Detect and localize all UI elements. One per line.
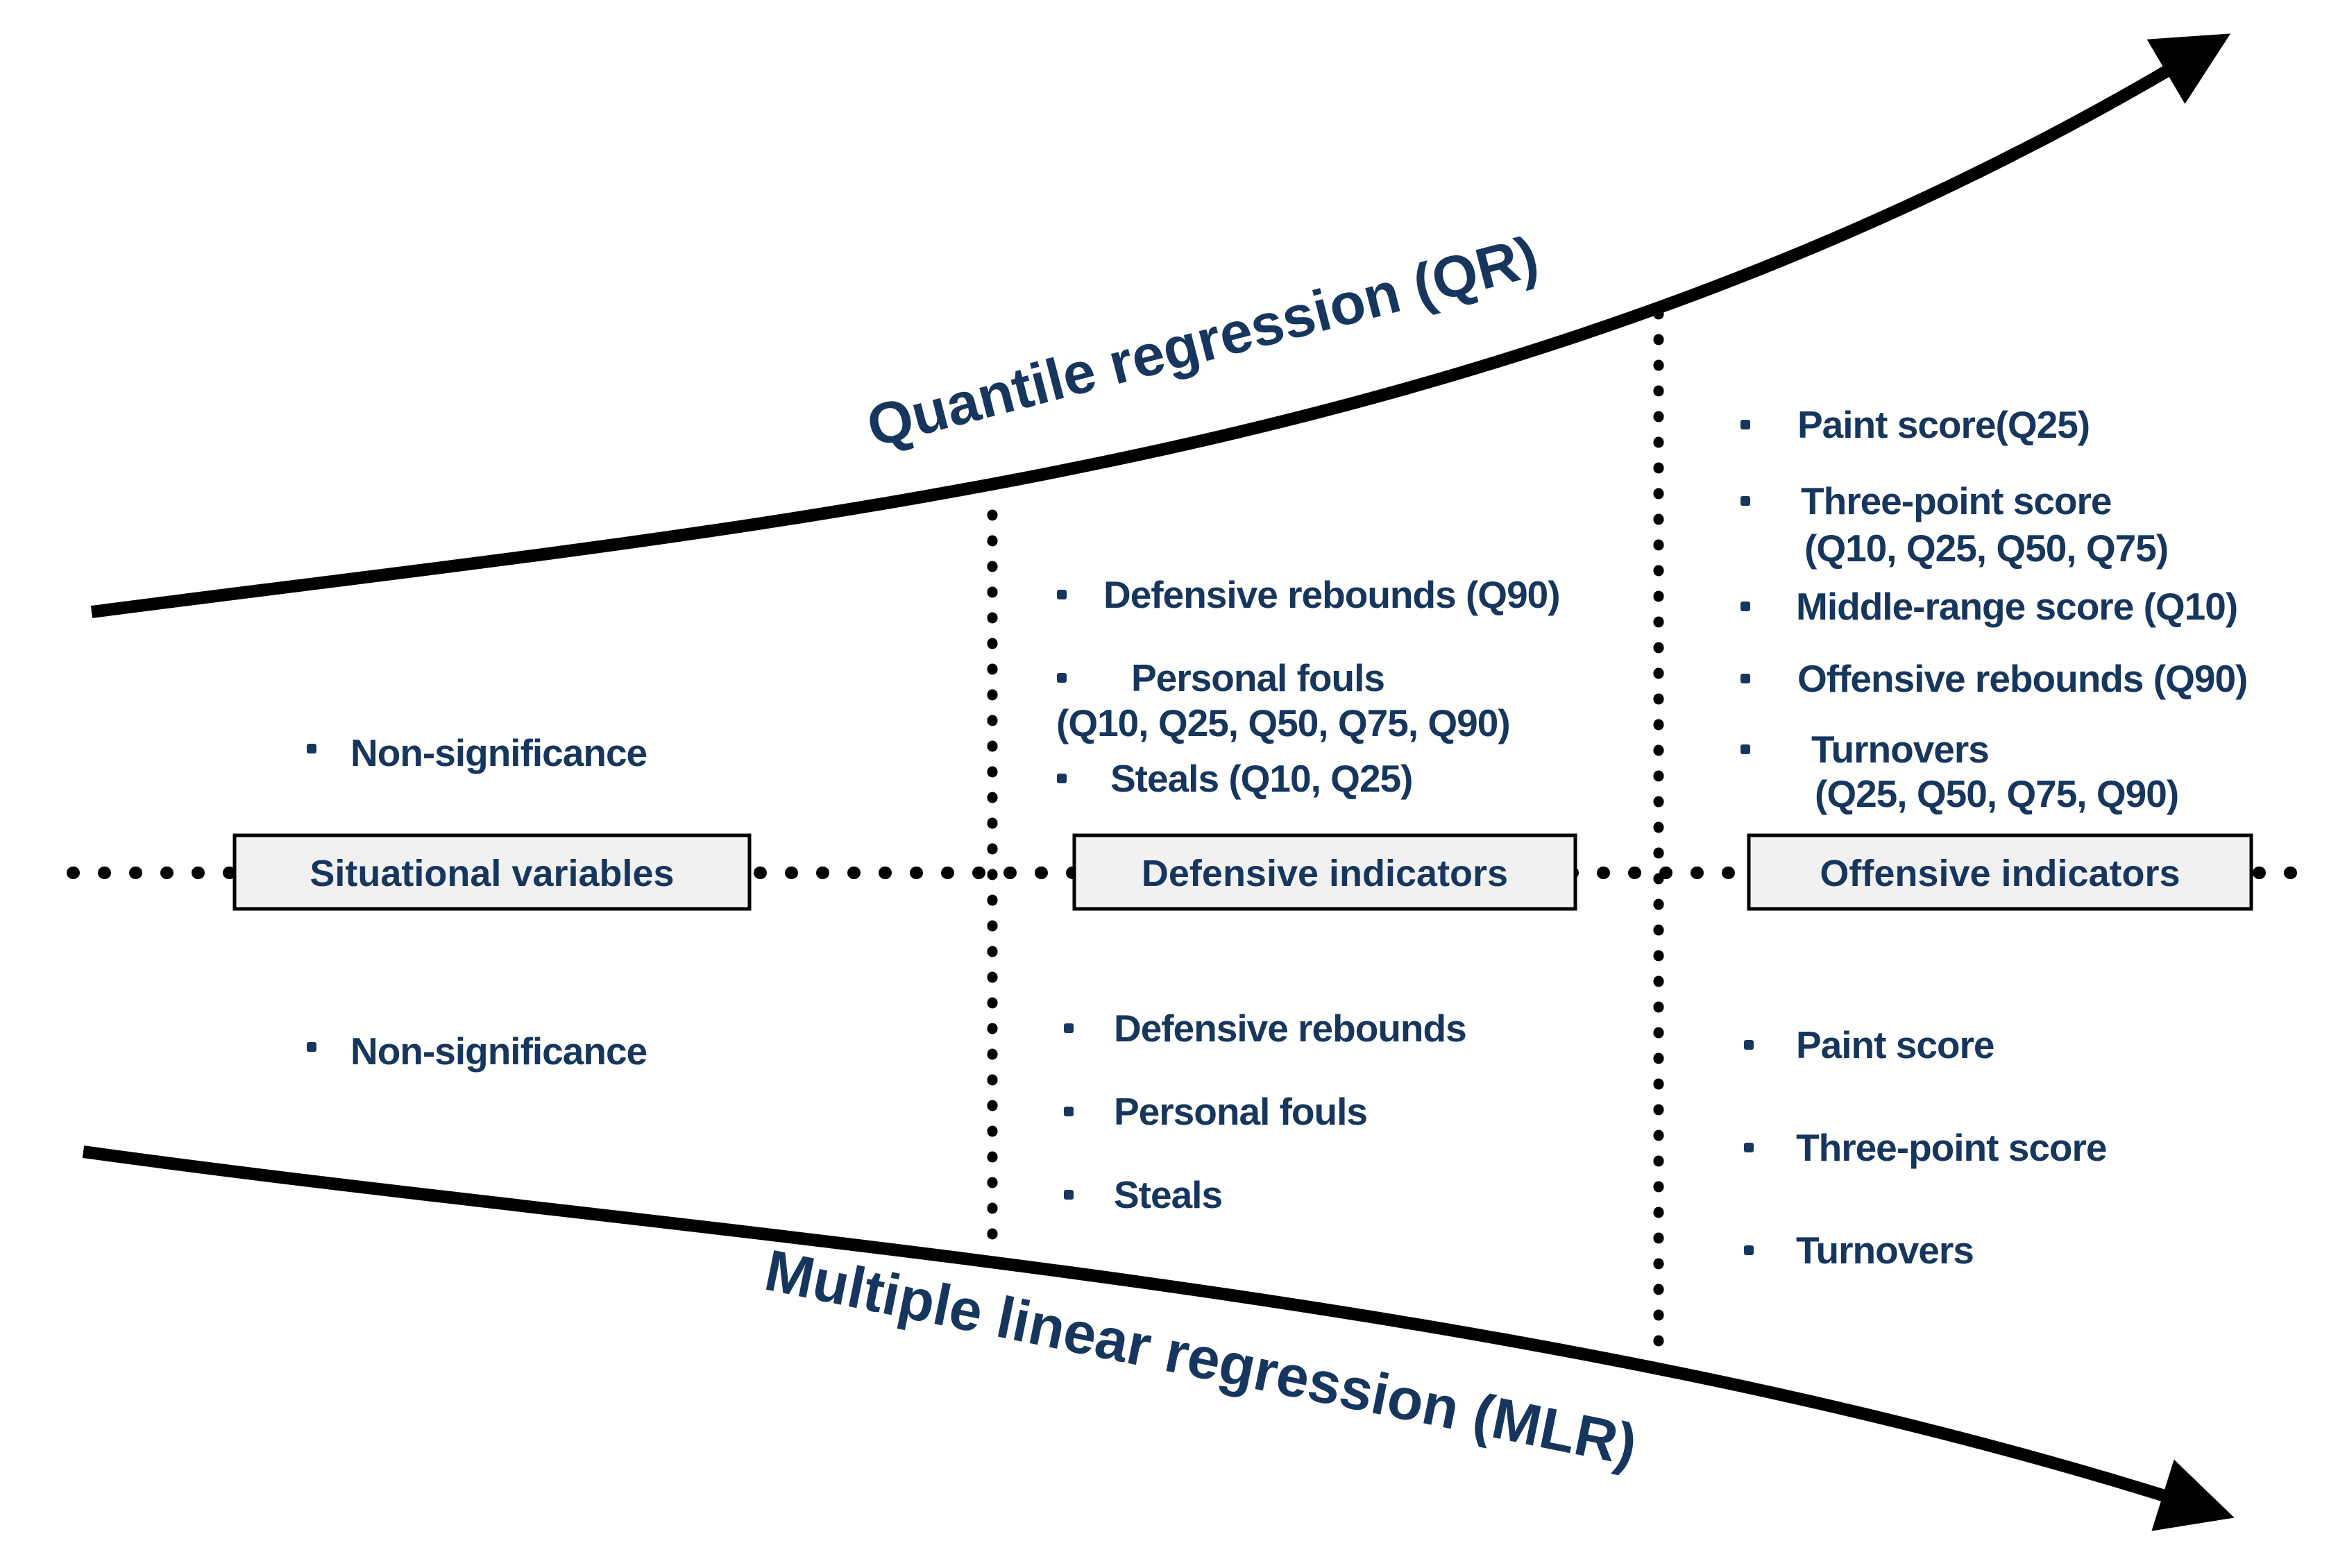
- mlr-situational-list: Non-significance: [307, 1030, 647, 1073]
- box-label: Defensive indicators: [1142, 853, 1508, 894]
- list-item: Three-point score: [1801, 479, 2112, 522]
- list-item: Turnovers: [1811, 728, 1989, 771]
- bullet-icon: [1740, 420, 1750, 429]
- bullet-icon: [1064, 1107, 1074, 1116]
- bullet-icon: [307, 1042, 316, 1052]
- bullet-icon: [1740, 674, 1750, 683]
- list-item: Non-significance: [350, 731, 647, 774]
- list-item: Defensive rebounds (Q90): [1103, 573, 1560, 616]
- box-label: Offensive indicators: [1820, 853, 2180, 894]
- bullet-icon: [1740, 744, 1750, 754]
- offensive-indicators-box: Offensive indicators: [1747, 833, 2253, 911]
- box-rect: [1747, 833, 2253, 911]
- box-rect: [1072, 833, 1577, 911]
- list-item: Middle-range score (Q10): [1796, 585, 2237, 628]
- qr-offensive-list: Paint score(Q25) Three-point score (Q10,…: [1740, 403, 2248, 815]
- situational-variables-box: Situational variables: [232, 833, 752, 911]
- list-item: Personal fouls: [1114, 1090, 1367, 1133]
- list-item: Turnovers: [1796, 1229, 1974, 1272]
- bullet-icon: [1740, 496, 1750, 506]
- bullet-icon: [307, 744, 316, 753]
- list-item-continuation: (Q10, Q25, Q50, Q75, Q90): [1056, 701, 1510, 744]
- bullet-icon: [1744, 1040, 1754, 1050]
- list-item: Offensive rebounds (Q90): [1797, 657, 2247, 700]
- mlr-offensive-list: Paint score Three-point score Turnovers: [1744, 1023, 2108, 1272]
- list-item: Defensive rebounds: [1114, 1007, 1466, 1050]
- list-item: Steals (Q10, Q25): [1110, 757, 1412, 800]
- bullet-icon: [1057, 774, 1067, 783]
- qr-defensive-list: Defensive rebounds (Q90) Personal fouls …: [1056, 573, 1561, 800]
- list-item-continuation: (Q25, Q50, Q75, Q90): [1815, 772, 2178, 815]
- list-item: Paint score(Q25): [1797, 403, 2090, 446]
- list-item: Paint score: [1796, 1023, 1994, 1066]
- list-item: Three-point score: [1796, 1126, 2107, 1169]
- list-item-continuation: (Q10, Q25, Q50, Q75): [1804, 527, 2168, 570]
- bullet-icon: [1057, 673, 1067, 683]
- mlr-defensive-list: Defensive rebounds Personal fouls Steals: [1064, 1007, 1467, 1216]
- qr-axis-label: Quantile regression (QR): [861, 223, 1545, 459]
- defensive-indicators-box: Defensive indicators: [1072, 833, 1577, 911]
- list-item: Personal fouls: [1131, 656, 1384, 699]
- list-item: Non-significance: [350, 1030, 647, 1073]
- bullet-icon: [1744, 1143, 1754, 1152]
- bullet-icon: [1064, 1023, 1074, 1033]
- bullet-icon: [1744, 1245, 1754, 1255]
- bullet-icon: [1057, 590, 1067, 599]
- bullet-icon: [1740, 602, 1750, 611]
- box-label: Situational variables: [310, 853, 674, 894]
- qr-curve-arrow: [90, 33, 2231, 618]
- list-item: Steals: [1114, 1173, 1222, 1216]
- mlr-curve-arrow: [82, 1145, 2235, 1531]
- mlr-axis-label: Multiple linear regression (MLR): [760, 1237, 1643, 1478]
- qr-situational-list: Non-significance: [307, 731, 647, 774]
- bullet-icon: [1064, 1190, 1074, 1200]
- box-rect: [232, 833, 752, 911]
